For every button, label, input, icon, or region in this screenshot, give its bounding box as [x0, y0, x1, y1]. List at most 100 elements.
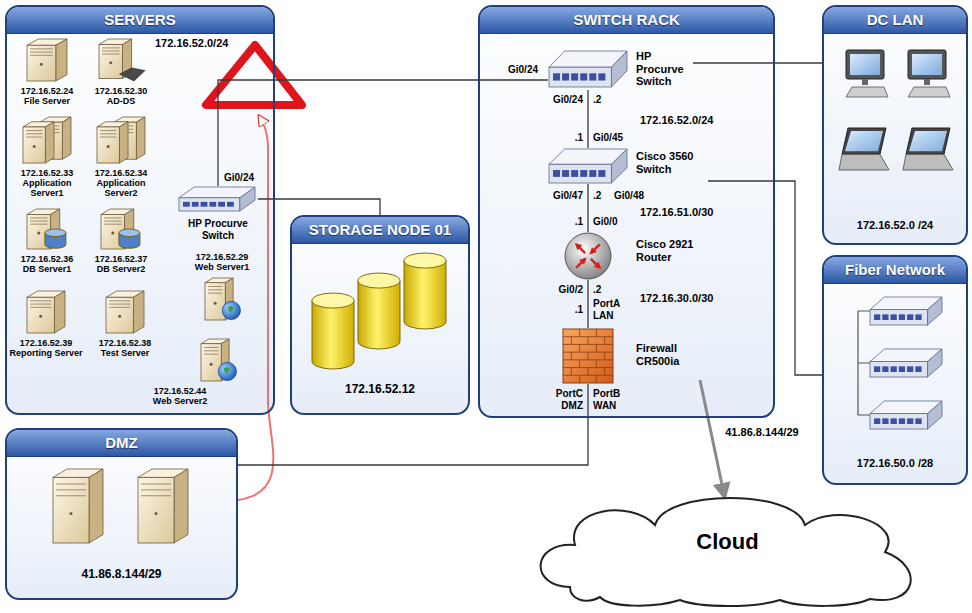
link-label: 41.86.8.144/29	[723, 426, 800, 438]
port-label: Gi0/45	[593, 132, 623, 144]
network-link	[693, 62, 822, 63]
port-label: PortA LAN	[593, 298, 627, 321]
server-side	[133, 291, 144, 333]
zone-panel: 172.16.52.24File Server172.16.52.30AD-DS…	[5, 5, 275, 415]
device-node: 172.16.52.24File Server	[12, 38, 84, 109]
port-label: Gi0/24	[553, 94, 583, 106]
storage-cylinder-top	[312, 293, 354, 308]
firewall-wall	[563, 329, 613, 383]
power-button	[210, 363, 213, 366]
device-node: 172.16.52.33Application Server1	[12, 116, 84, 201]
server-front	[138, 477, 174, 543]
fiber-link	[858, 311, 870, 415]
switch-port	[598, 73, 605, 80]
node-label: AD-DS	[86, 96, 156, 106]
tower-icon	[137, 468, 189, 544]
db-cylinder-top	[45, 229, 66, 237]
panel-fill	[6, 429, 237, 599]
switch-port	[899, 366, 905, 372]
node-label: Reporting Server	[4, 348, 88, 358]
switch-port	[580, 170, 587, 177]
node-label: 172.16.50.0 /28	[824, 457, 966, 470]
node-label: Application Server1	[12, 178, 82, 199]
switch-port	[553, 170, 560, 177]
device-node: Firewall CR500ia	[548, 328, 700, 384]
switch-front	[179, 198, 240, 211]
brick-joint	[588, 337, 589, 345]
switch-port	[899, 314, 905, 320]
adds-icon	[98, 38, 146, 82]
switch-port	[891, 314, 897, 320]
port-label: Gi0/48	[614, 190, 644, 202]
network-link	[708, 181, 822, 375]
port-label: PortC DMZ	[547, 388, 583, 411]
brick-joint	[579, 360, 580, 368]
server-side	[89, 469, 103, 543]
desktop-icon	[840, 49, 890, 99]
switch-port	[571, 170, 578, 177]
monitor	[846, 50, 884, 79]
drive-bay	[204, 354, 218, 355]
switch-port	[874, 366, 880, 372]
node-label: Test Server	[90, 348, 160, 358]
port-label: .1	[575, 216, 583, 228]
device-node: Cisco 2921 Router	[548, 232, 700, 280]
brick-joint	[571, 368, 572, 376]
firewall-icon	[562, 328, 614, 384]
switch-port	[580, 73, 587, 80]
panel-title: DMZ	[7, 430, 236, 457]
drive-bay	[141, 495, 171, 496]
drive-bay	[56, 489, 86, 490]
server-side	[174, 469, 188, 543]
drive-bay	[204, 347, 218, 348]
drive-bay	[208, 286, 222, 287]
brick-joint	[604, 368, 605, 376]
db-icon	[26, 208, 68, 250]
device-node: HP Procurve Switch	[548, 48, 693, 90]
web-icon	[200, 338, 238, 382]
drive-bay	[30, 48, 53, 49]
switch-front	[870, 414, 928, 429]
drive-bay	[30, 307, 51, 308]
panel-title: DC LAN	[824, 7, 966, 34]
brick-joint	[604, 352, 605, 360]
drive-bay	[109, 300, 130, 301]
server-front	[53, 477, 89, 543]
globe	[218, 362, 236, 380]
monitor-stand	[862, 79, 868, 85]
drive-bay	[104, 221, 122, 222]
port-label: Gi0/0	[593, 216, 617, 228]
drive-bay	[26, 133, 42, 134]
switch-port	[874, 418, 880, 424]
network-link	[587, 280, 588, 328]
node-label: 172.16.52.36	[12, 254, 82, 264]
node-label: 172.16.52.0/24	[155, 37, 265, 50]
fiber-icon	[854, 295, 944, 445]
laptop-screen	[909, 131, 947, 151]
switch-icon	[178, 186, 256, 212]
red-triangle	[206, 45, 302, 105]
router-icon	[563, 232, 613, 280]
globe-land	[228, 306, 234, 313]
switch-port	[553, 73, 560, 80]
node-label: 172.16.52.24	[12, 86, 82, 96]
switch-port	[915, 418, 921, 424]
switch-port	[891, 366, 897, 372]
switch-port	[571, 73, 578, 80]
brick-joint	[588, 368, 589, 376]
power-button	[214, 302, 217, 305]
device-node: 172.16.52.29Web Server1	[182, 252, 264, 322]
brick-joint	[579, 329, 580, 337]
drive-bay	[208, 293, 222, 294]
server-front	[106, 297, 133, 333]
drive-bay	[100, 137, 116, 138]
screen	[912, 54, 942, 75]
switch-port	[209, 202, 216, 207]
port-label: PortB WAN	[593, 388, 629, 411]
switch-port	[227, 202, 234, 207]
switch-port	[882, 314, 888, 320]
port-label: .2	[593, 94, 601, 106]
device-node: 172.16.52.37DB Server2	[86, 208, 158, 278]
switch-port	[882, 366, 888, 372]
device-node: Cisco 3560 Switch	[548, 148, 708, 184]
